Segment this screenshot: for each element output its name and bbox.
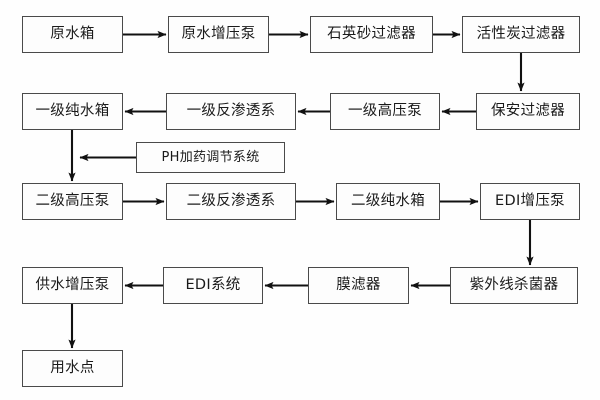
node-primary-high-pressure-pump[interactable]: 一级高压泵 (330, 93, 440, 130)
node-raw-water-tank[interactable]: 原水箱 (22, 16, 123, 53)
node-label: 原水增压泵 (181, 26, 256, 43)
node-label: 用水点 (50, 360, 95, 377)
node-edi-booster-pump[interactable]: EDI增压泵 (480, 183, 580, 220)
node-label: 原水箱 (50, 26, 95, 43)
node-label: 石英砂过滤器 (327, 26, 416, 43)
node-security-filter[interactable]: 保安过滤器 (476, 93, 580, 130)
node-label: 二级纯水箱 (351, 193, 425, 210)
node-secondary-high-pressure-pump[interactable]: 二级高压泵 (22, 183, 123, 220)
node-ph-dosing-system[interactable]: PH加药调节系统 (136, 142, 285, 173)
node-label: 一级纯水箱 (35, 103, 110, 120)
node-quartz-sand-filter[interactable]: 石英砂过滤器 (310, 16, 433, 53)
node-label: 一级高压泵 (348, 103, 422, 120)
node-label: 膜滤器 (336, 277, 381, 294)
node-label: 一级反渗透系 (186, 103, 276, 120)
node-label: EDI系统 (185, 277, 241, 294)
node-label: 二级反渗透系 (186, 193, 276, 210)
node-primary-ro-system[interactable]: 一级反渗透系 (166, 93, 296, 130)
node-raw-water-booster-pump[interactable]: 原水增压泵 (168, 16, 269, 53)
node-edi-system[interactable]: EDI系统 (163, 267, 263, 304)
node-label: 二级高压泵 (35, 193, 110, 210)
node-water-supply-booster-pump[interactable]: 供水增压泵 (22, 267, 123, 304)
node-activated-carbon-filter[interactable]: 活性炭过滤器 (462, 16, 580, 53)
node-label: EDI增压泵 (495, 193, 565, 210)
node-label: 保安过滤器 (491, 103, 565, 120)
node-secondary-pure-water-tank[interactable]: 二级纯水箱 (336, 183, 440, 220)
node-label: 供水增压泵 (35, 277, 110, 294)
node-uv-sterilizer[interactable]: 紫外线杀菌器 (450, 267, 578, 304)
node-water-use-point[interactable]: 用水点 (22, 350, 123, 387)
node-label: 紫外线杀菌器 (469, 277, 559, 294)
node-primary-pure-water-tank[interactable]: 一级纯水箱 (22, 93, 123, 130)
node-label: PH加药调节系统 (161, 150, 260, 165)
node-secondary-ro-system[interactable]: 二级反渗透系 (166, 183, 296, 220)
node-membrane-filter[interactable]: 膜滤器 (308, 267, 409, 304)
node-label: 活性炭过滤器 (476, 26, 566, 43)
